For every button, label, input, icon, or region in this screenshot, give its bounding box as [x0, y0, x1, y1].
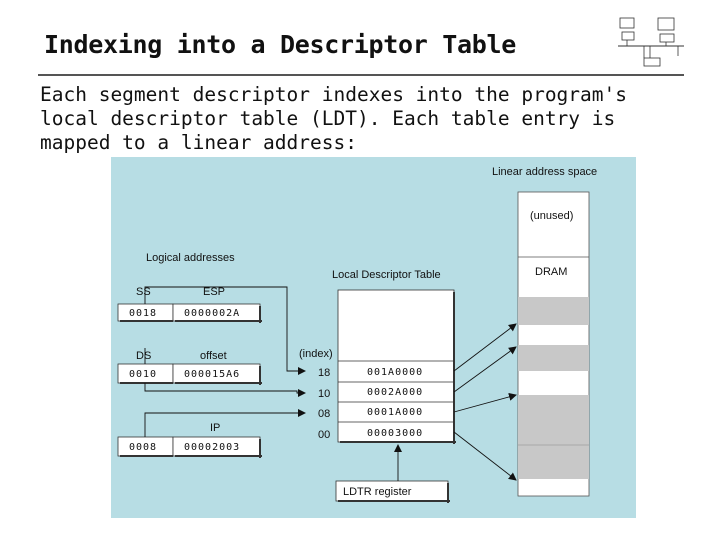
- ldt-index: 08: [318, 408, 330, 420]
- ldt-entry: 10 0002A000: [318, 387, 423, 400]
- map-arrow: [453, 392, 517, 413]
- dram-label: DRAM: [535, 266, 567, 278]
- cs-value: 0008: [129, 442, 157, 453]
- logical-addresses-label: Logical addresses: [146, 252, 235, 264]
- ldt-table: [337, 289, 456, 444]
- ip-value: 00002003: [184, 442, 240, 453]
- offset-value: 000015A6: [184, 369, 240, 380]
- ds-index-arrow: [144, 383, 306, 397]
- ds-label: DS: [136, 350, 151, 362]
- ldtr-label: LDTR register: [343, 486, 412, 498]
- ldt-entry: 00 00003000: [318, 428, 423, 441]
- ss-label: SS: [136, 286, 151, 298]
- body-text: Each segment descriptor indexes into the…: [40, 83, 627, 154]
- ldt-label: Local Descriptor Table: [332, 269, 441, 281]
- map-arrow: [453, 431, 517, 481]
- ldtr-register: LDTR register: [335, 480, 450, 503]
- unused-label: (unused): [530, 210, 573, 222]
- ldt-diagram: Linear address space (unused) DRAM Logic…: [111, 157, 636, 518]
- ldt-value: 0002A000: [367, 387, 423, 398]
- map-arrow: [453, 323, 517, 372]
- cs-ip-register: 0008 00002003: [117, 436, 262, 458]
- ds-value: 0010: [129, 369, 157, 380]
- network-logo-icon: [618, 17, 684, 67]
- ds-offset-register: 0010 000015A6: [117, 363, 262, 385]
- ldt-value: 001A0000: [367, 367, 423, 378]
- linear-block: [518, 345, 589, 371]
- linear-block: [518, 395, 589, 479]
- ldt-entry: 08 0001A000: [318, 407, 423, 420]
- title-divider: [38, 74, 684, 76]
- ss-index-arrow: [144, 286, 306, 375]
- ldt-index: 00: [318, 429, 330, 441]
- ldt-index: 10: [318, 388, 330, 400]
- ip-label: IP: [210, 422, 220, 434]
- ldt-value: 0001A000: [367, 407, 423, 418]
- esp-label: ESP: [203, 286, 225, 298]
- cs-index-arrow: [144, 409, 306, 437]
- offset-label: offset: [200, 350, 227, 362]
- linear-block: [518, 297, 589, 325]
- esp-value: 0000002A: [184, 308, 240, 319]
- ldt-index: 18: [318, 367, 330, 379]
- ldt-value: 00003000: [367, 428, 423, 439]
- linear-space-label: Linear address space: [492, 166, 597, 178]
- map-arrow: [453, 346, 517, 393]
- ss-esp-register: 0018 0000002A: [117, 303, 262, 323]
- ldt-entry: 18 001A0000: [318, 367, 423, 379]
- index-label: (index): [299, 348, 333, 360]
- ss-value: 0018: [129, 308, 157, 319]
- page-title: Indexing into a Descriptor Table: [44, 30, 517, 59]
